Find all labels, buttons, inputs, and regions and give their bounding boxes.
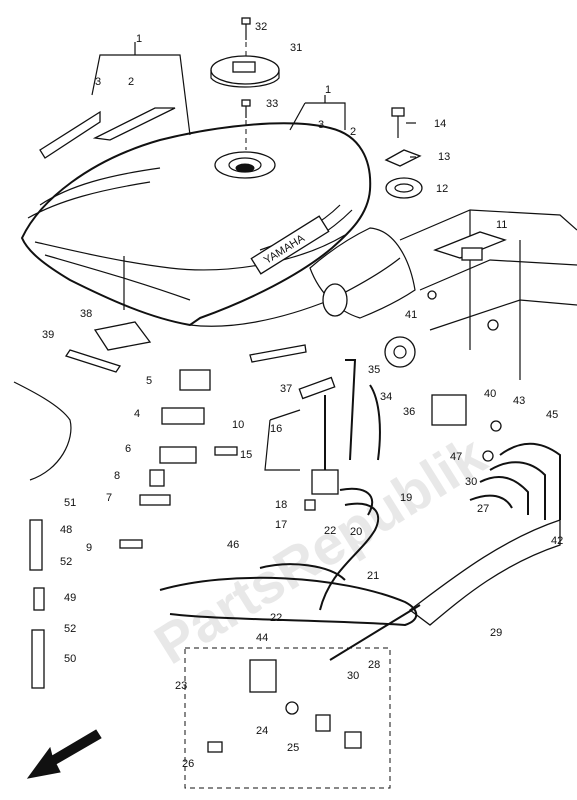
- label-41: 41: [405, 309, 417, 321]
- label-49: 49: [64, 592, 76, 604]
- label-32: 32: [255, 21, 267, 33]
- label-48: 48: [60, 524, 72, 536]
- oring-24: [285, 701, 299, 715]
- label-3: 3: [95, 76, 101, 88]
- washer-13: [384, 149, 422, 167]
- label-12: 12: [436, 183, 448, 195]
- tube-48: [29, 519, 43, 571]
- bolt-32: [241, 17, 251, 40]
- component-40: [431, 394, 467, 426]
- label-8: 8: [114, 470, 120, 482]
- label-31: 31: [290, 42, 302, 54]
- label-47: 47: [450, 451, 462, 463]
- decal-3-left: [39, 110, 101, 159]
- label-3: 3: [318, 119, 324, 131]
- label-23: 23: [175, 680, 187, 692]
- label-39: 39: [42, 329, 54, 341]
- label-35: 35: [368, 364, 380, 376]
- bracket-5: [179, 369, 211, 391]
- label-45: 45: [546, 409, 558, 421]
- label-43: 43: [513, 395, 525, 407]
- label-16: 16: [270, 423, 282, 435]
- label-2: 2: [350, 126, 356, 138]
- cock-44: [249, 659, 277, 693]
- fuel-petcock: [298, 376, 339, 511]
- label-4: 4: [134, 408, 140, 420]
- strip-37: [249, 344, 307, 363]
- leader-lines: [91, 42, 416, 471]
- label-22: 22: [324, 525, 336, 537]
- label-11: 11: [496, 219, 507, 231]
- label-22: 22: [270, 612, 282, 624]
- fuel-tank: [20, 122, 416, 327]
- label-24: 24: [256, 725, 268, 737]
- label-52: 52: [60, 556, 72, 568]
- label-37: 37: [280, 383, 292, 395]
- damper-12: [385, 177, 423, 199]
- label-46: 46: [227, 539, 239, 551]
- label-38: 38: [80, 308, 92, 320]
- clamp-43: [490, 420, 502, 432]
- label-1: 1: [325, 84, 331, 96]
- label-2: 2: [128, 76, 134, 88]
- exhaust-pipes: [408, 442, 561, 626]
- label-50: 50: [64, 653, 76, 665]
- label-26: 26: [182, 758, 194, 770]
- label-36: 36: [403, 406, 415, 418]
- cover-36: [384, 336, 416, 368]
- bolt-9: [119, 539, 143, 549]
- label-15: 15: [240, 449, 252, 461]
- label-6: 6: [125, 443, 131, 455]
- screw-26: [207, 741, 223, 753]
- label-17: 17: [275, 519, 287, 531]
- bracket-4: [161, 407, 205, 425]
- yamaha-badge: YAMAHA: [250, 215, 330, 275]
- collar-8: [149, 469, 165, 487]
- bolt-33: [241, 99, 251, 118]
- clamp-47: [482, 450, 494, 462]
- plate-6: [159, 446, 197, 464]
- strip-39: [64, 349, 122, 373]
- label-44: 44: [256, 632, 268, 644]
- label-20: 20: [350, 526, 362, 538]
- label-13: 13: [438, 151, 450, 163]
- frame-section: [399, 209, 577, 380]
- label-27: 27: [477, 503, 489, 515]
- pad-38: [93, 321, 152, 351]
- filter-49: [33, 587, 45, 611]
- plate-part: [344, 731, 362, 749]
- screw-10: [214, 446, 238, 456]
- label-1: 1: [136, 33, 142, 45]
- tube-50: [31, 629, 45, 689]
- label-51: 51: [64, 497, 76, 509]
- label-42: 42: [551, 535, 563, 547]
- label-18: 18: [275, 499, 287, 511]
- label-25: 25: [287, 742, 299, 754]
- bolt-14: [391, 107, 405, 138]
- lever-25: [315, 714, 331, 732]
- label-7: 7: [106, 492, 112, 504]
- label-33: 33: [266, 98, 278, 110]
- label-14: 14: [434, 118, 446, 130]
- decal-2-left: [92, 107, 176, 141]
- fuel-cap: [210, 55, 280, 88]
- label-40: 40: [484, 388, 496, 400]
- direction-arrow-icon: [26, 729, 102, 779]
- damper-7: [139, 494, 171, 506]
- label-19: 19: [400, 492, 412, 504]
- label-29: 29: [490, 627, 502, 639]
- label-9: 9: [86, 542, 92, 554]
- label-21: 21: [367, 570, 379, 582]
- label-28: 28: [368, 659, 380, 671]
- label-30: 30: [465, 476, 477, 488]
- label-5: 5: [146, 375, 152, 387]
- label-52: 52: [64, 623, 76, 635]
- label-30: 30: [347, 670, 359, 682]
- label-34: 34: [380, 391, 392, 403]
- part-labels: 1 2 3 1 2 3 4 5 6 7 8 9 10 11 12 13 14 1…: [42, 21, 563, 770]
- label-10: 10: [232, 419, 244, 431]
